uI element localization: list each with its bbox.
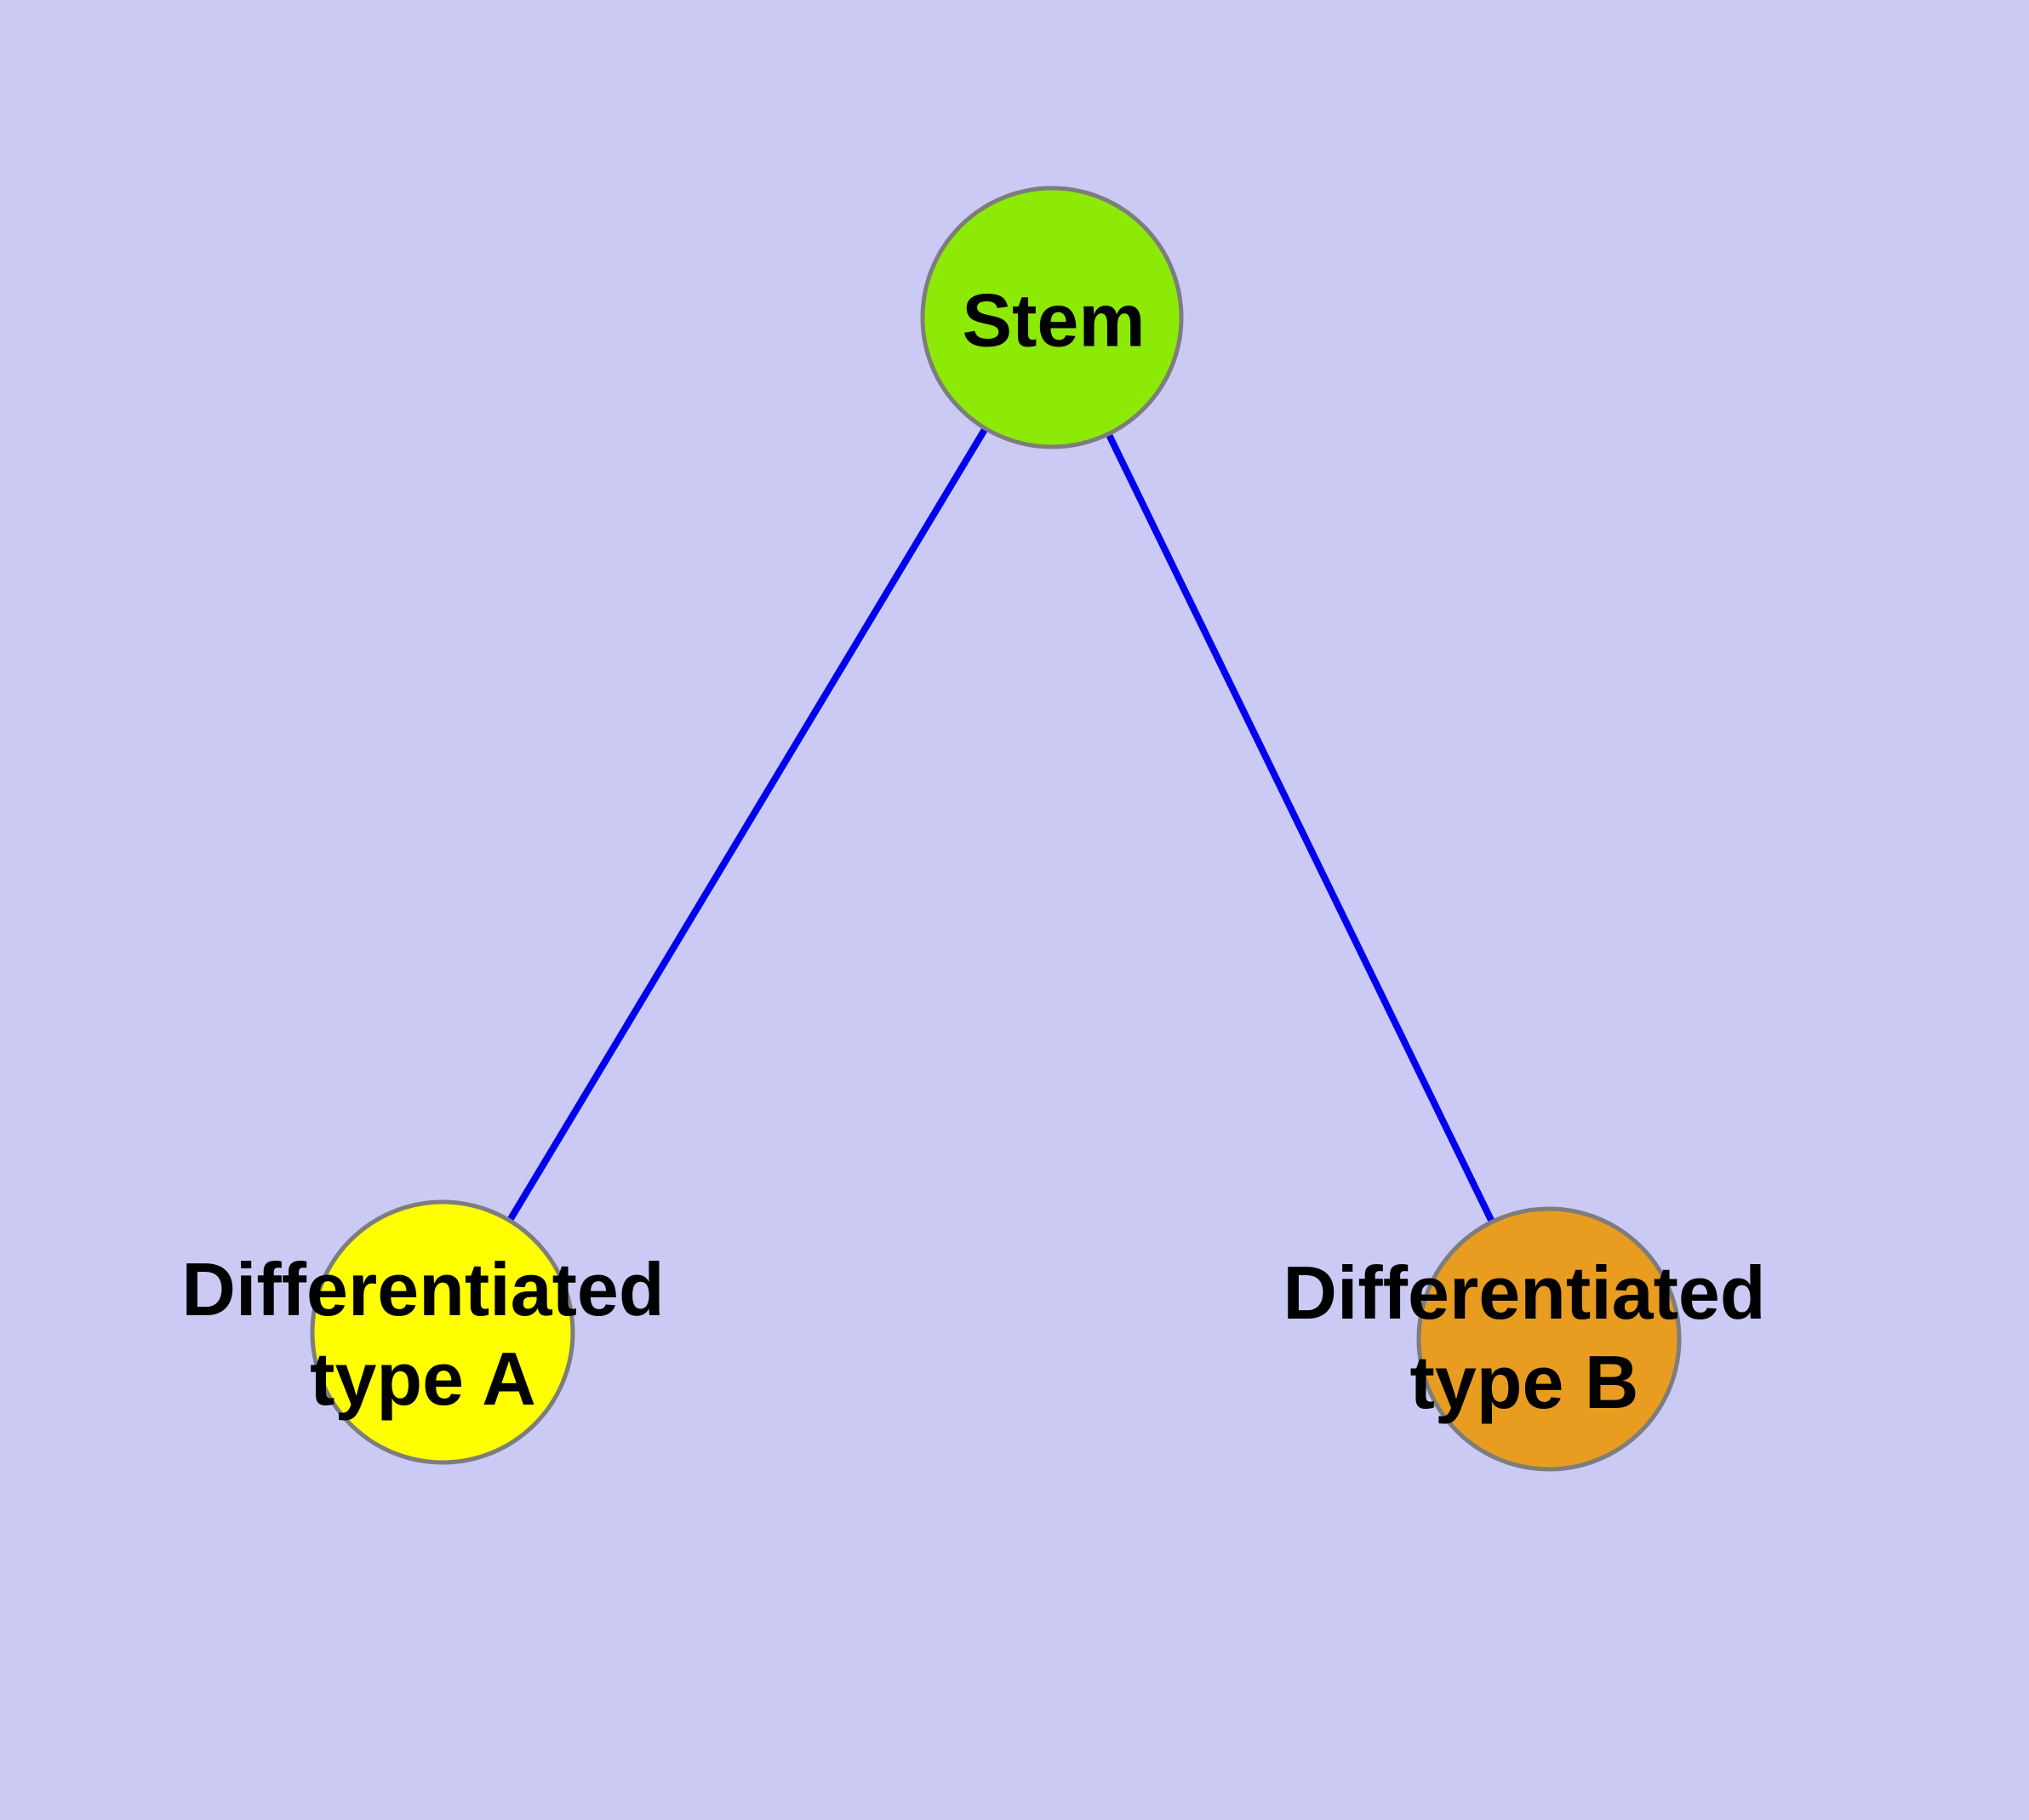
node-type-a-circle	[310, 1199, 575, 1465]
edge-stem-to-type-a	[439, 315, 1055, 1335]
edge-stem-to-type-b	[1049, 316, 1552, 1341]
node-type-b-circle	[1416, 1206, 1682, 1472]
node-stem-circle	[920, 186, 1184, 449]
